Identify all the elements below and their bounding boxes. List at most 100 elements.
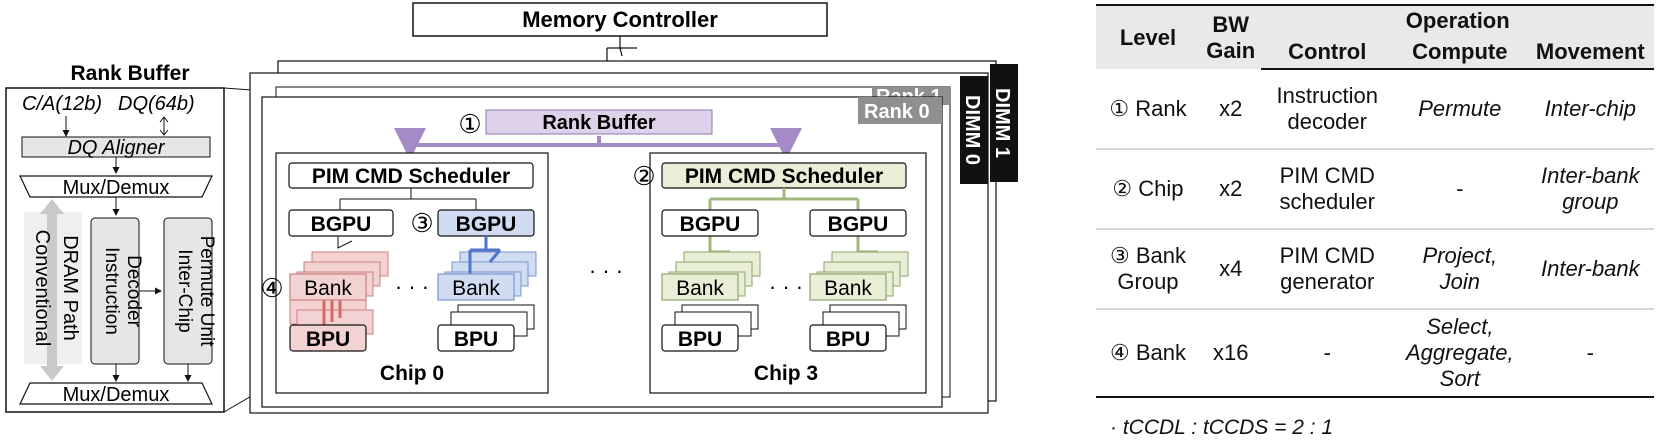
cell-movement-line2: group bbox=[1562, 189, 1619, 214]
chip-0-bgpu-right-label: BGPU bbox=[456, 213, 517, 236]
chip-3-bank-right bbox=[809, 273, 887, 301]
chip-0-bgpu-left-label: BGPU bbox=[311, 213, 372, 236]
chip-3: ② PIM CMD Scheduler BGPU BGPU Bank BPU ·… bbox=[632, 152, 927, 394]
cell-compute-line1: Select, bbox=[1426, 314, 1494, 339]
chip-3-bpu-right-label: BPU bbox=[826, 328, 870, 351]
cell-level: ① Rank bbox=[1096, 69, 1200, 150]
cell-compute: Permute bbox=[1393, 69, 1527, 150]
dimm-1-label: DIMM 1 bbox=[991, 88, 1013, 158]
rank-buffer-block-label: Rank Buffer bbox=[542, 112, 656, 134]
mux-demux-bottom bbox=[19, 382, 213, 405]
header-control: Control bbox=[1261, 36, 1393, 70]
instruction-decoder-line1: Instruction bbox=[101, 247, 122, 335]
mux-demux-bottom-label: Mux/Demux bbox=[63, 384, 170, 406]
pim-architecture-diagram: Memory Controller Rank Buffer C/A(12b) D… bbox=[5, 2, 1018, 414]
chip-3-bgpu-left bbox=[661, 209, 759, 237]
ca-label: C/A(12b) bbox=[22, 93, 102, 115]
mux-demux-top-label: Mux/Demux bbox=[63, 177, 170, 199]
chip-0-bpu-left bbox=[289, 324, 367, 352]
chip-0: PIM CMD Scheduler BGPU Bank BPU ④ · · · bbox=[260, 152, 549, 394]
chip-3-bgpu-left-label: BGPU bbox=[680, 213, 741, 236]
cell-movement-line1: Inter-bank bbox=[1541, 163, 1640, 188]
chip-0-ellipsis: · · · bbox=[395, 274, 429, 299]
rank-buffer-title: Rank Buffer bbox=[70, 62, 189, 85]
cell-level: ② Chip bbox=[1096, 149, 1200, 230]
chip-3-bpu-right bbox=[809, 324, 887, 352]
cell-level: ④ Bank bbox=[1096, 309, 1200, 398]
cell-level-line1: ③ Bank bbox=[1109, 243, 1186, 268]
chip-0-label: Chip 0 bbox=[380, 362, 444, 385]
cell-control-line1: PIM CMD bbox=[1279, 243, 1375, 268]
chip-0-bpu-right-label: BPU bbox=[454, 328, 498, 351]
chip-0-bpu-left-label: BPU bbox=[306, 328, 350, 351]
cell-movement: - bbox=[1526, 309, 1654, 398]
dram-path-line1: Conventional bbox=[31, 230, 53, 347]
cell-control-line2: scheduler bbox=[1279, 189, 1375, 214]
chip-0-bank-right-label: Bank bbox=[452, 277, 500, 300]
chip-0-bpu-right bbox=[437, 324, 515, 352]
chip-0-bank-right bbox=[437, 273, 515, 301]
cell-movement: Inter-bank bbox=[1526, 229, 1654, 310]
cell-level-line2: Group bbox=[1117, 269, 1179, 294]
cell-level-line1: ② Chip bbox=[1112, 176, 1184, 201]
memory-controller-label: Memory Controller bbox=[522, 7, 718, 32]
cell-compute-line2: Join bbox=[1439, 269, 1480, 294]
marker-1: ① bbox=[458, 109, 481, 139]
header-movement: Movement bbox=[1526, 36, 1654, 70]
rank-buffer-block bbox=[485, 109, 713, 135]
chip-0-bgpu-left bbox=[288, 209, 394, 237]
chip-0-bank-left-label: Bank bbox=[304, 277, 352, 300]
header-bw-gain-line1: BW bbox=[1212, 11, 1250, 37]
cell-control-line2: generator bbox=[1280, 269, 1375, 294]
chip-3-bank-left bbox=[661, 273, 739, 301]
cell-movement: Inter-chip bbox=[1526, 69, 1654, 150]
cell-gain: x16 bbox=[1199, 309, 1262, 398]
marker-2: ② bbox=[632, 161, 655, 191]
cell-compute-line3: Sort bbox=[1439, 366, 1480, 391]
header-operation: Operation bbox=[1261, 4, 1654, 36]
header-compute: Compute bbox=[1393, 36, 1527, 70]
cell-level-line1: ① Rank bbox=[1109, 95, 1187, 121]
cell-level-line1: ④ Bank bbox=[1109, 340, 1186, 365]
cell-compute-line1: Project, bbox=[1422, 243, 1498, 268]
chip-3-bgpu-right-label: BGPU bbox=[828, 213, 889, 236]
dq-aligner-label: DQ Aligner bbox=[67, 137, 165, 159]
dram-path-arrow bbox=[40, 199, 64, 381]
marker-3: ③ bbox=[410, 208, 433, 238]
rank-bus bbox=[394, 128, 802, 160]
instruction-decoder-line2: Decoder bbox=[123, 255, 144, 327]
chip-0-scheduler-label: PIM CMD Scheduler bbox=[312, 165, 510, 188]
dram-path-line2: DRAM Path bbox=[59, 235, 81, 341]
cell-control-line1: Instruction bbox=[1276, 83, 1378, 108]
cell-gain: x4 bbox=[1199, 229, 1262, 310]
cell-gain: x2 bbox=[1199, 149, 1262, 230]
cell-compute: Project,Join bbox=[1393, 229, 1527, 310]
header-level: Level bbox=[1096, 4, 1200, 69]
dq-label: DQ(64b) bbox=[118, 93, 195, 115]
chip-3-scheduler-label: PIM CMD Scheduler bbox=[685, 165, 883, 188]
cell-compute-line2: Aggregate, bbox=[1406, 340, 1514, 365]
cell-control-line1: PIM CMD bbox=[1279, 163, 1375, 188]
chip-3-bgpu-right bbox=[809, 209, 907, 237]
chip-3-label: Chip 3 bbox=[754, 362, 818, 385]
permute-unit-line1: Inter-Chip bbox=[174, 249, 195, 332]
header-bw-gain-line2: Gain bbox=[1206, 37, 1256, 63]
cell-compute: - bbox=[1393, 149, 1527, 230]
cell-gain: x2 bbox=[1199, 69, 1262, 150]
marker-4: ④ bbox=[260, 273, 283, 303]
mux-demux-top bbox=[19, 175, 213, 198]
chip-3-bank-left-label: Bank bbox=[676, 277, 724, 300]
chip-3-bpu-left-label: BPU bbox=[678, 328, 722, 351]
chip-3-bank-right-label: Bank bbox=[824, 277, 872, 300]
chip-3-bpu-left bbox=[661, 324, 739, 352]
table-row: ④ Bank x16 - Select,Aggregate,Sort - bbox=[1096, 309, 1654, 398]
chip-0-bank-left bbox=[289, 273, 367, 301]
cell-control: - bbox=[1261, 309, 1393, 398]
